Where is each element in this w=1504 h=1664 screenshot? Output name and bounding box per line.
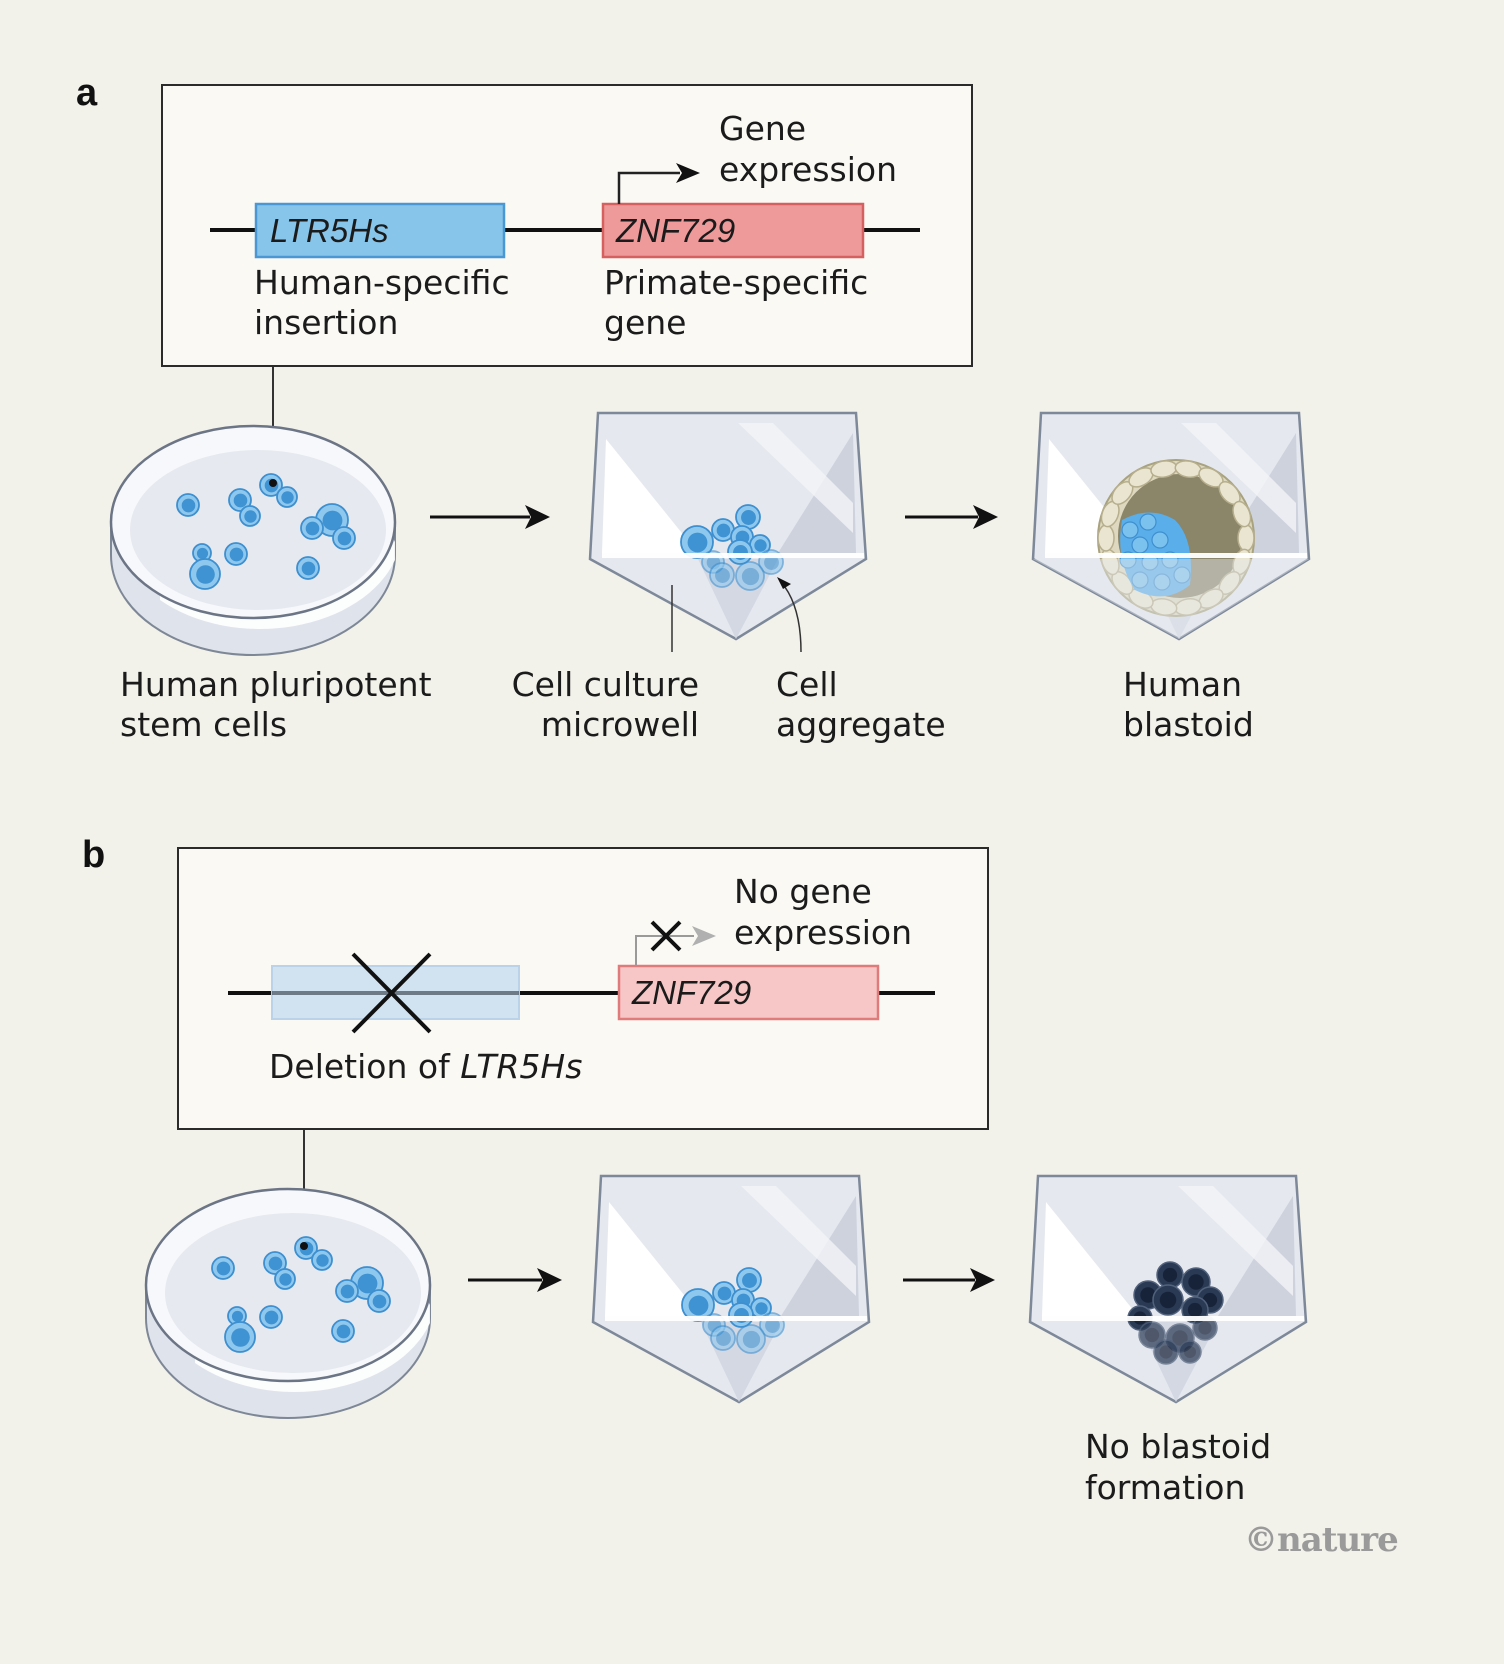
step-label-microwell-line1: Cell culture bbox=[511, 665, 699, 704]
cell bbox=[311, 1249, 333, 1271]
znf729-label-b: ZNF729 bbox=[632, 974, 752, 1011]
cell bbox=[680, 525, 714, 559]
cell bbox=[192, 543, 212, 563]
deletion-x-icon bbox=[351, 952, 432, 1034]
inner-cell-mass-cell bbox=[1173, 566, 1191, 584]
gene-expression-label-line2: expression bbox=[719, 150, 898, 189]
cell bbox=[711, 518, 735, 542]
cell bbox=[224, 542, 248, 566]
cells-dish-a bbox=[176, 473, 356, 590]
no-expression-label-line1: No gene bbox=[734, 872, 872, 911]
cell bbox=[335, 1279, 359, 1303]
step-label-blastoid-line1: Human bbox=[1123, 665, 1243, 704]
leader-arrow-aggregate bbox=[777, 577, 802, 653]
cell bbox=[211, 1256, 235, 1280]
ltr5hs-box bbox=[254, 202, 506, 259]
inner-cell-mass-cell bbox=[1131, 571, 1149, 589]
dark-cell bbox=[1153, 1339, 1179, 1365]
process-arrow-icon bbox=[468, 1268, 562, 1292]
cells-dish-b bbox=[211, 1236, 391, 1353]
cell bbox=[189, 558, 221, 590]
cell bbox=[274, 1268, 296, 1290]
cell bbox=[276, 486, 298, 508]
process-arrow-icon bbox=[905, 505, 998, 529]
step-label-microwell-line2: microwell bbox=[540, 705, 699, 744]
step-label-aggregate-line2: aggregate bbox=[776, 705, 946, 744]
ltr-caption-line2: insertion bbox=[254, 303, 399, 342]
cell bbox=[736, 1324, 766, 1354]
deletion-caption: Deletion of LTR5Hs bbox=[269, 1046, 582, 1088]
dark-cell bbox=[1178, 1340, 1202, 1364]
result-label-line1: No blastoid bbox=[1085, 1427, 1272, 1466]
dark-cell bbox=[1156, 1261, 1184, 1289]
expression-arrow-icon bbox=[617, 163, 700, 204]
gene-caption-line2: gene bbox=[604, 303, 687, 342]
step-label-stem-cells-line2: stem cells bbox=[120, 705, 288, 744]
process-arrow-icon bbox=[903, 1268, 995, 1292]
cell bbox=[228, 488, 252, 512]
no-expression-label-line2: expression bbox=[734, 913, 913, 952]
step-label-aggregate-line1: Cell bbox=[776, 665, 838, 704]
cell bbox=[681, 1288, 715, 1322]
nature-copyright-logo: ©nature bbox=[1244, 1520, 1399, 1560]
cell-aggregate-a bbox=[602, 504, 864, 591]
cell bbox=[735, 561, 765, 591]
dark-cell-aggregate bbox=[1042, 1261, 1304, 1365]
cell bbox=[712, 1281, 736, 1305]
blocked-expression-arrow-icon bbox=[635, 920, 716, 966]
znf729-box bbox=[601, 202, 865, 259]
cell bbox=[350, 1266, 384, 1300]
cell bbox=[176, 493, 200, 517]
ltr5hs-label: LTR5Hs bbox=[270, 212, 389, 249]
step-label-stem-cells-line1: Human pluripotent bbox=[120, 665, 432, 704]
dark-cell bbox=[1152, 1284, 1184, 1316]
cell bbox=[332, 526, 356, 550]
cell bbox=[239, 505, 261, 527]
gene-caption-line1: Primate-specific bbox=[604, 263, 869, 302]
inner-cell-mass-cell bbox=[1153, 573, 1171, 591]
marker-dot-a bbox=[269, 479, 277, 487]
cell bbox=[367, 1289, 391, 1313]
cell bbox=[710, 1325, 736, 1351]
trophectoderm-cell bbox=[1237, 524, 1255, 552]
inner-cell-mass-cell bbox=[1121, 521, 1139, 539]
gene-expression-label-line1: Gene bbox=[719, 109, 807, 148]
cell bbox=[736, 1267, 762, 1293]
panel-a-letter: a bbox=[76, 72, 98, 114]
inner-cell-mass-cell bbox=[1139, 513, 1157, 531]
deletion-caption-prefix: Deletion of bbox=[269, 1047, 461, 1086]
znf729-box-b bbox=[617, 964, 880, 1021]
cell bbox=[296, 556, 320, 580]
cell bbox=[728, 1302, 754, 1328]
panel-b-letter: b bbox=[82, 834, 106, 876]
result-label-line2: formation bbox=[1085, 1468, 1246, 1507]
inner-cell-mass-cell bbox=[1151, 531, 1169, 549]
marker-dot-b bbox=[300, 1242, 308, 1250]
process-arrow-icon bbox=[430, 505, 550, 529]
cell bbox=[259, 1305, 283, 1329]
dark-cell bbox=[1138, 1321, 1166, 1349]
cell bbox=[735, 504, 761, 530]
trophectoderm-cell bbox=[1232, 500, 1252, 528]
cell bbox=[224, 1321, 256, 1353]
cell bbox=[727, 539, 753, 565]
cell bbox=[709, 562, 735, 588]
znf729-label: ZNF729 bbox=[616, 212, 736, 249]
ltr-caption-line1: Human-specific bbox=[254, 263, 510, 302]
cell bbox=[263, 1251, 287, 1275]
cell bbox=[300, 516, 324, 540]
inner-cell-mass-cell bbox=[1131, 536, 1149, 554]
deletion-caption-gene: LTR5Hs bbox=[460, 1047, 583, 1086]
trophectoderm-cell bbox=[1097, 524, 1115, 552]
step-label-blastoid-line2: blastoid bbox=[1123, 705, 1254, 744]
cell bbox=[331, 1319, 355, 1343]
cell-aggregate-b bbox=[605, 1267, 867, 1354]
